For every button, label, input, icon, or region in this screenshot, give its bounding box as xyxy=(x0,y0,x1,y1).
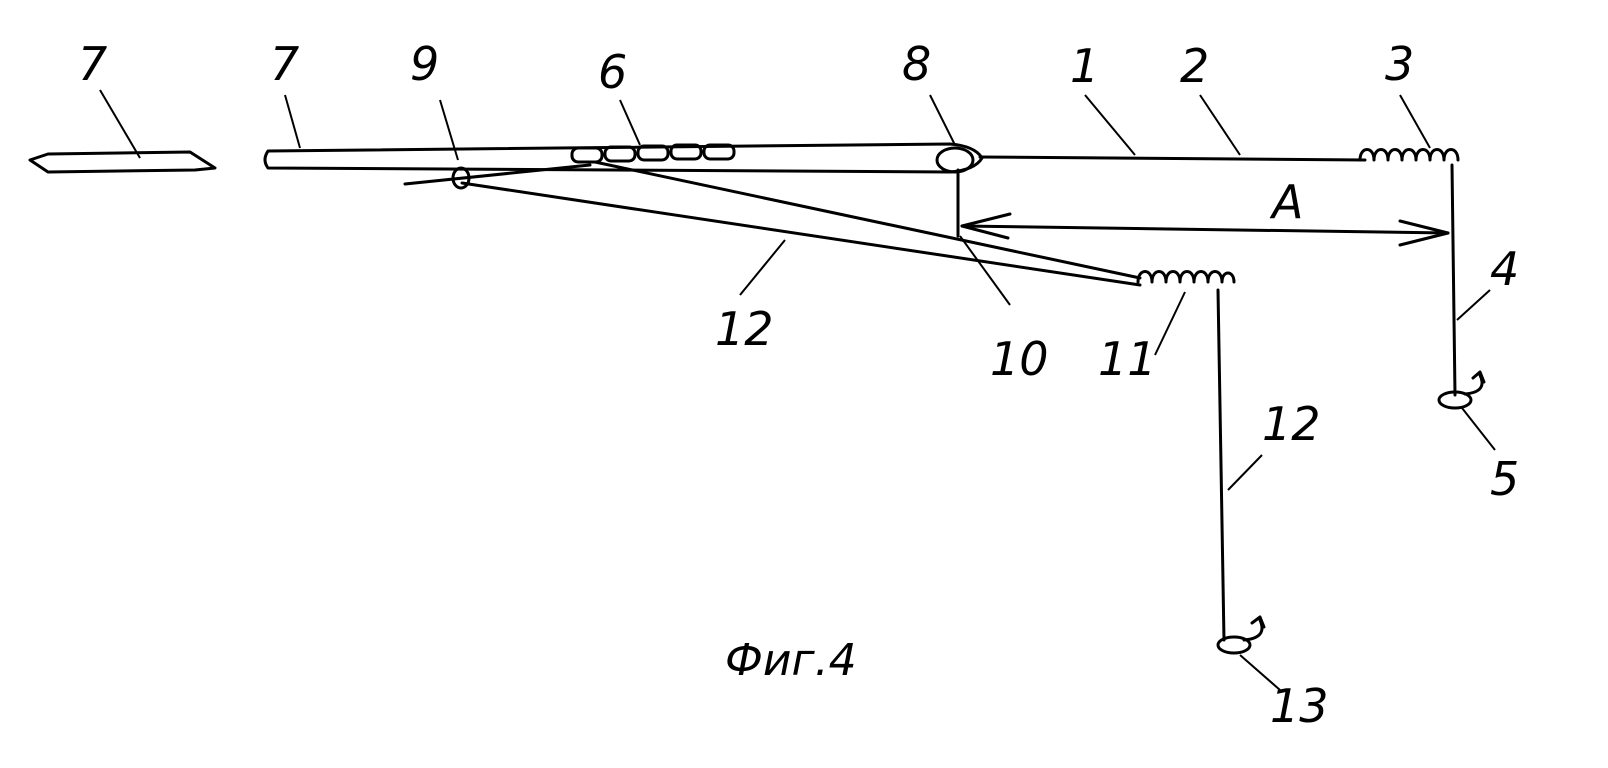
label-3: 3 xyxy=(1385,37,1414,91)
label-A: A xyxy=(1269,175,1303,229)
label-1: 1 xyxy=(1070,39,1099,93)
leader-line xyxy=(1154,291,1186,356)
lower-line xyxy=(460,181,1142,287)
leader-line xyxy=(1227,454,1263,491)
winding xyxy=(570,143,736,164)
leader-line xyxy=(99,89,141,159)
label-4: 4 xyxy=(1490,242,1519,296)
leader-line xyxy=(1239,654,1281,691)
label-12-leader: 12 xyxy=(1262,397,1321,451)
figure-caption: Фиг.4 xyxy=(725,635,857,686)
leader-line xyxy=(284,94,301,149)
label-5: 5 xyxy=(1490,452,1519,506)
leader-lower xyxy=(1216,288,1226,642)
leader-line xyxy=(1399,94,1431,149)
loop xyxy=(935,146,975,174)
label-7-blade: 7 xyxy=(78,37,107,91)
leader-upper xyxy=(1450,163,1457,397)
leader-line xyxy=(959,235,1011,306)
leader-line xyxy=(1461,407,1496,451)
leader-line xyxy=(1199,94,1241,156)
line-stub xyxy=(403,163,592,186)
hook-upper xyxy=(1437,370,1486,410)
label-11: 11 xyxy=(1098,332,1157,386)
label-7-rod: 7 xyxy=(270,37,299,91)
blade-part xyxy=(28,150,217,174)
label-8: 8 xyxy=(902,37,931,91)
coil-upper xyxy=(1358,148,1460,162)
hook-lower xyxy=(1216,615,1266,655)
leader-line xyxy=(1084,94,1136,156)
label-2: 2 xyxy=(1180,39,1209,93)
leader-line xyxy=(619,99,641,146)
distance-arrow xyxy=(960,212,1450,247)
coil-lower xyxy=(1136,270,1236,284)
leader-line xyxy=(439,99,459,161)
label-10: 10 xyxy=(990,332,1049,386)
label-6: 6 xyxy=(598,45,627,99)
leader-line xyxy=(929,94,956,146)
label-12-line: 12 xyxy=(715,302,774,356)
leader-line xyxy=(739,239,786,296)
label-13: 13 xyxy=(1270,679,1329,733)
leader-line xyxy=(1456,289,1491,321)
label-9: 9 xyxy=(410,37,439,91)
lower-line xyxy=(593,160,1142,280)
main-line xyxy=(978,155,1367,162)
